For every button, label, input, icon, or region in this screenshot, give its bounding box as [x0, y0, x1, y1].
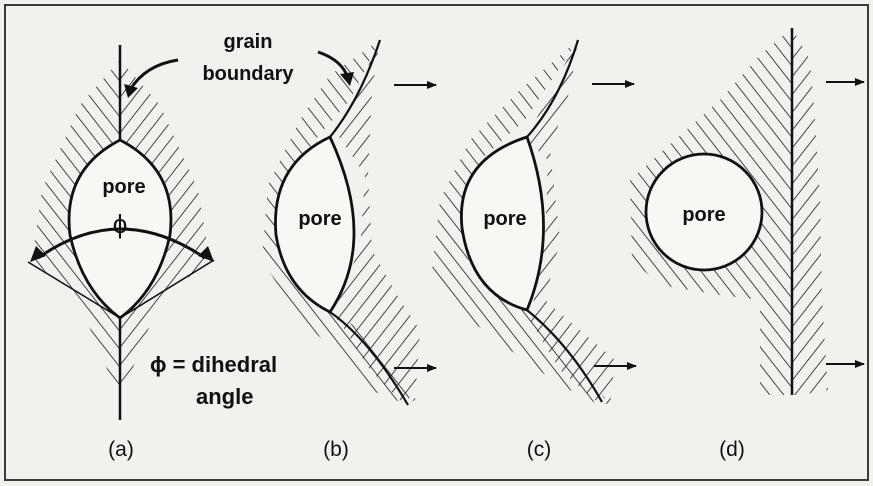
- pore-label-a: pore: [102, 176, 145, 198]
- panel-d: pore: [630, 28, 864, 395]
- dihedral-label-line1: ϕ = dihedral: [150, 352, 277, 377]
- grain-boundary-label-line2: boundary: [202, 63, 294, 85]
- panel-c: pore: [432, 40, 636, 405]
- caption-b: (b): [323, 438, 349, 461]
- caption-a: (a): [108, 438, 134, 461]
- dihedral-label-line2: angle: [196, 384, 253, 409]
- pore-label-b: pore: [298, 208, 341, 230]
- phi-symbol: ϕ: [113, 209, 128, 239]
- pore-label-d: pore: [682, 204, 725, 226]
- grain-right-d: [792, 28, 828, 395]
- pore-label-c: pore: [483, 208, 526, 230]
- grain-boundary-label-line1: grain: [224, 31, 273, 53]
- caption-d: (d): [719, 438, 745, 461]
- caption-c: (c): [527, 438, 552, 461]
- panel-b: pore: [262, 40, 436, 405]
